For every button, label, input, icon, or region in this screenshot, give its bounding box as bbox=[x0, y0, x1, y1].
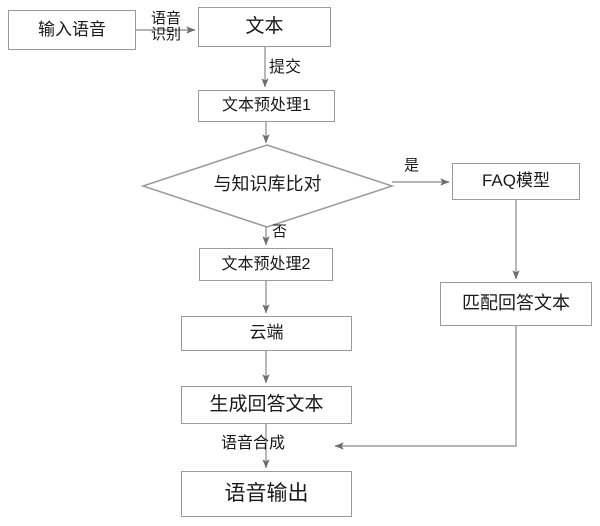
edge-match-answer-to-speech-output bbox=[334, 326, 517, 450]
decision-diamond bbox=[140, 144, 395, 228]
edge-label-yes: 是 bbox=[404, 157, 420, 174]
node-faq-model-label: FAQ模型 bbox=[481, 171, 550, 191]
node-text-label: 文本 bbox=[245, 15, 284, 37]
node-input-speech-label: 输入语音 bbox=[38, 19, 106, 39]
node-cloud[interactable]: 云端 bbox=[181, 316, 352, 351]
node-match-answer-text-label: 匹配回答文本 bbox=[462, 293, 570, 314]
node-generate-answer-text-label: 生成回答文本 bbox=[209, 393, 324, 415]
node-text-preprocess-2[interactable]: 文本预处理2 bbox=[199, 248, 333, 281]
edge-label-speech-recognition: 语音 识别 bbox=[139, 11, 193, 43]
node-speech-output[interactable]: 语音输出 bbox=[181, 471, 352, 517]
node-input-speech[interactable]: 输入语音 bbox=[8, 10, 136, 50]
edge-label-speech-recognition-line2: 识别 bbox=[150, 25, 181, 43]
node-speech-output-label: 语音输出 bbox=[224, 482, 309, 506]
node-text-preprocess-1[interactable]: 文本预处理1 bbox=[198, 90, 335, 122]
edge-label-no: 否 bbox=[272, 223, 288, 240]
node-faq-model[interactable]: FAQ模型 bbox=[452, 163, 580, 200]
node-text-preprocess-2-label: 文本预处理2 bbox=[221, 255, 311, 273]
node-match-answer-text[interactable]: 匹配回答文本 bbox=[440, 282, 592, 326]
edge-label-speech-recognition-line1: 语音 bbox=[150, 10, 181, 27]
node-text[interactable]: 文本 bbox=[198, 7, 331, 47]
node-decision-label: 与知识库比对 bbox=[213, 174, 322, 194]
edge-label-speech-synthesis: 语音合成 bbox=[221, 435, 286, 452]
node-text-preprocess-1-label: 文本预处理1 bbox=[222, 97, 311, 115]
node-cloud-label: 云端 bbox=[249, 323, 284, 343]
node-generate-answer-text[interactable]: 生成回答文本 bbox=[181, 386, 352, 424]
edge-label-submit: 提交 bbox=[269, 59, 302, 76]
